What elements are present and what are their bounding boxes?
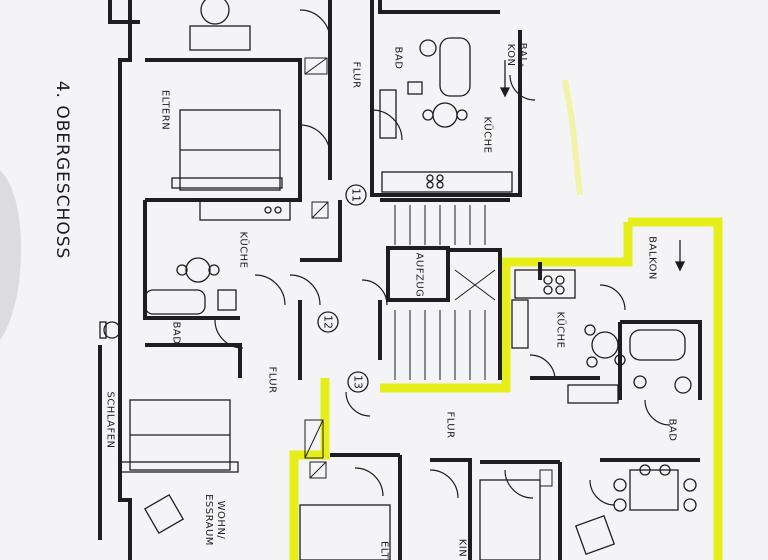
unit-marker-12 <box>317 311 339 333</box>
hatched-walls <box>304 57 553 487</box>
room-label-elt-bottom: ELT <box>379 541 390 560</box>
room-label-kueche-top: KÜCHE <box>482 117 495 154</box>
room-label-schlafen: SCHLAFEN <box>105 391 116 448</box>
unit-number-13: 13 <box>352 375 365 389</box>
room-label-bad-top: BAD <box>393 47 404 70</box>
room-label-balkon-right: BALKON <box>647 236 658 280</box>
unit-marker-13 <box>347 371 369 393</box>
paper-fold-shadow <box>0 170 21 340</box>
room-label-bad-right: BAD <box>667 419 678 442</box>
room-label-eltern: ELTERN <box>160 90 171 130</box>
stair-lines <box>394 205 496 380</box>
room-labels: BAD BAL-KON FLUR ELTERN KÜCHE KÜCHE BAD … <box>105 43 678 560</box>
room-label-kueche-left: KÜCHE <box>238 232 251 269</box>
room-label-flur-left: FLUR <box>267 366 278 393</box>
furniture <box>99 0 697 560</box>
unit-markers: 11 12 13 <box>317 184 369 393</box>
room-label-bad-left: BAD <box>171 322 182 345</box>
room-label-kueche-right: KÜCHE <box>555 312 568 349</box>
room-label-wohn-ess: WOHN/ESSRAUM <box>204 494 227 546</box>
arrows <box>499 60 686 272</box>
highlight-smudge <box>562 79 583 196</box>
unit-number-12: 12 <box>322 315 335 329</box>
floor-title: 4. OBERGESCHOSS <box>52 81 72 260</box>
room-label-balkon-top: BAL-KON <box>506 43 529 68</box>
unit-marker-11 <box>345 184 367 206</box>
room-label-flur-top: FLUR <box>351 61 362 88</box>
room-label-aufzug: AUFZUG <box>414 253 425 298</box>
walls <box>98 0 702 560</box>
unit-number-11: 11 <box>350 188 363 202</box>
room-label-kin-bottom: KIN <box>457 539 468 558</box>
highlight-outline <box>289 217 723 560</box>
room-label-flur-mid: FLUR <box>445 411 456 438</box>
doors <box>214 9 671 506</box>
